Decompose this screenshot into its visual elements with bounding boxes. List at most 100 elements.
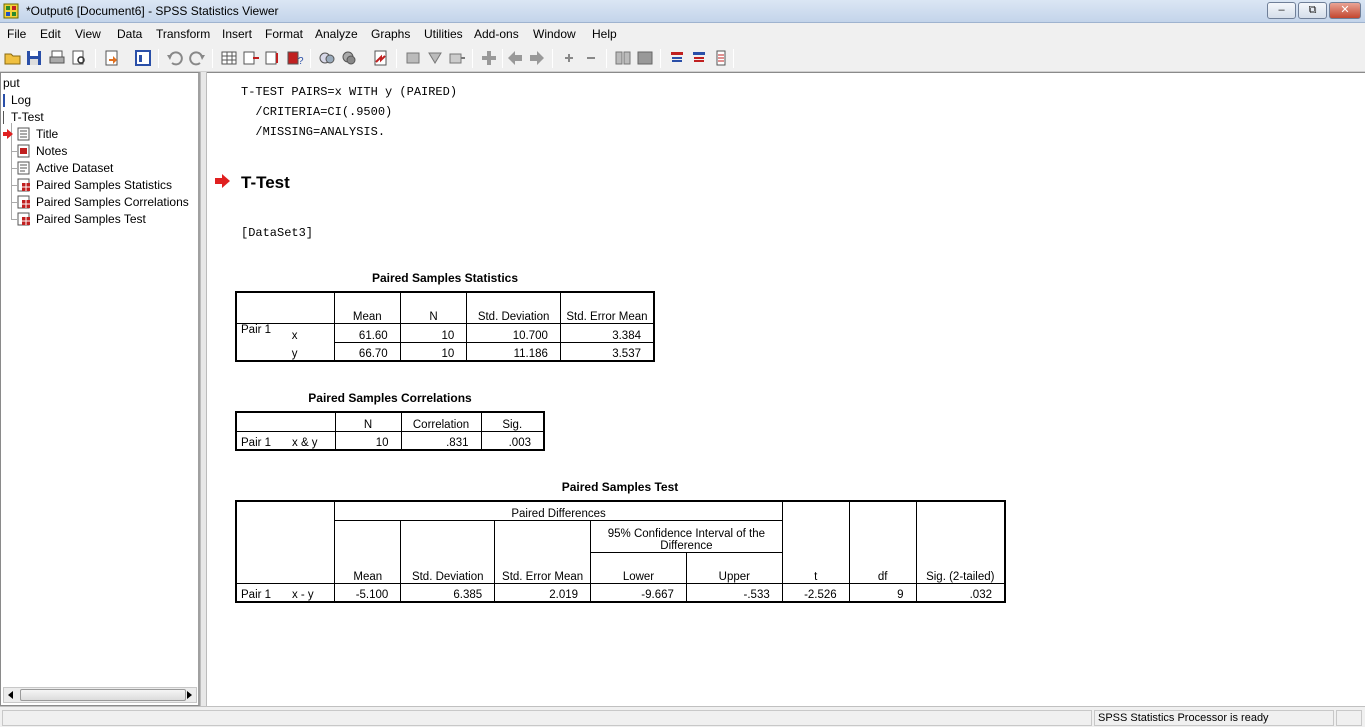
outline-item-paired-correlations[interactable]: Paired Samples Correlations	[36, 195, 189, 209]
outline-item-paired-statistics[interactable]: Paired Samples Statistics	[36, 178, 173, 192]
recall-dialog-icon[interactable]	[134, 49, 152, 67]
outline-pane[interactable]: put Log T-Test Title Notes Active Datase…	[0, 72, 200, 706]
designate-window-icon[interactable]	[372, 49, 390, 67]
col-header-df: df	[848, 500, 917, 584]
menu-transform[interactable]: Transform	[156, 27, 211, 41]
cell-sd: 6.385	[400, 582, 496, 603]
outline-item-notes[interactable]: Notes	[36, 144, 68, 158]
menu-edit[interactable]: Edit	[40, 27, 61, 41]
minimize-button[interactable]: ‒	[1267, 2, 1296, 19]
current-output-arrow-icon	[215, 174, 230, 188]
scroll-left-icon[interactable]	[5, 690, 17, 700]
outline-item-title[interactable]: Title	[36, 127, 59, 141]
menu-analyze[interactable]: Analyze	[315, 27, 358, 41]
back-arrow-icon[interactable]	[506, 49, 524, 67]
menu-window[interactable]: Window	[533, 27, 576, 41]
insert-text-icon[interactable]	[712, 49, 730, 67]
paired-test-table[interactable]: Paired Differences t df Sig. (2-tailed) …	[235, 500, 1006, 603]
section-heading: T-Test	[241, 173, 290, 192]
goto-variable-icon[interactable]	[264, 49, 282, 67]
table-node-icon[interactable]	[16, 212, 32, 226]
menu-utilities[interactable]: Utilities	[424, 27, 463, 41]
print-icon[interactable]	[48, 49, 66, 67]
outline-log[interactable]: Log	[11, 93, 32, 107]
variables-icon[interactable]: ?	[286, 49, 304, 67]
demote-icon[interactable]	[426, 49, 444, 67]
outline-horizontal-scrollbar[interactable]	[3, 687, 197, 703]
scrollbar-thumb[interactable]	[20, 689, 186, 701]
pane-splitter[interactable]	[200, 72, 207, 706]
export-icon[interactable]	[103, 49, 121, 67]
menu-view[interactable]: View	[75, 27, 101, 41]
cell-se: 2.019	[494, 582, 592, 603]
table-node-icon[interactable]	[16, 195, 32, 209]
output-content-pane[interactable]: T-TEST PAIRS=x WITH y (PAIRED) /CRITERIA…	[207, 72, 1365, 706]
show-all-variables-icon[interactable]	[340, 49, 358, 67]
tree-line	[11, 219, 17, 220]
row-header-pair: Pair 1	[235, 322, 288, 362]
spss-app-icon[interactable]	[3, 3, 19, 19]
redo-icon[interactable]	[188, 49, 206, 67]
hide-output-icon[interactable]	[448, 49, 466, 67]
paired-correlations-table[interactable]: N Correlation Sig. Pair 1 x & y 10 .831 …	[235, 411, 545, 451]
close-button[interactable]: ✕	[1329, 2, 1361, 19]
goto-case-icon[interactable]	[242, 49, 260, 67]
cell-sig: .032	[915, 582, 1006, 603]
status-left	[2, 710, 1092, 726]
forward-arrow-icon[interactable]	[528, 49, 546, 67]
active-dataset-node-icon[interactable]	[16, 161, 32, 175]
menu-help[interactable]: Help	[592, 27, 617, 41]
dataset-label: [DataSet3]	[241, 226, 314, 240]
cell-se: 3.537	[559, 341, 655, 362]
syntax-line-1: T-TEST PAIRS=x WITH y (PAIRED)	[241, 85, 458, 99]
menu-insert[interactable]: Insert	[222, 27, 253, 41]
row-header-pair: Pair 1	[235, 430, 288, 451]
menu-graphs[interactable]: Graphs	[371, 27, 411, 41]
outline-item-active-dataset[interactable]: Active Dataset	[36, 161, 114, 175]
notes-node-icon[interactable]	[16, 144, 32, 158]
insert-title-icon[interactable]	[690, 49, 708, 67]
scroll-right-icon[interactable]	[183, 690, 195, 700]
show-icon[interactable]	[614, 49, 632, 67]
cell-t: -2.526	[781, 582, 850, 603]
toolbar-separator	[733, 49, 734, 68]
insert-icon[interactable]	[480, 49, 498, 67]
collapse-icon[interactable]	[582, 49, 600, 67]
promote-icon[interactable]	[404, 49, 422, 67]
maximize-button[interactable]: ⧉	[1298, 2, 1327, 19]
table-node-icon[interactable]	[16, 178, 32, 192]
cell-n: 10	[334, 430, 402, 451]
goto-data-icon[interactable]	[220, 49, 238, 67]
outline-ttest[interactable]: T-Test	[11, 110, 44, 124]
cell-correlation: .831	[400, 430, 482, 451]
hide-icon[interactable]	[636, 49, 654, 67]
syntax-line-2: /CRITERIA=CI(.9500)	[241, 105, 393, 119]
menu-addons[interactable]: Add-ons	[474, 27, 519, 41]
resize-grip[interactable]	[1336, 710, 1362, 726]
window-title: *Output6 [Document6] - SPSS Statistics V…	[26, 4, 279, 18]
col-header-se: Std. Error Mean	[559, 291, 655, 324]
save-icon[interactable]	[25, 49, 43, 67]
toolbar-separator	[606, 49, 607, 68]
cell-sd: 10.700	[466, 322, 561, 343]
col-header-sig-2tailed: Sig. (2-tailed)	[915, 500, 1006, 584]
undo-icon[interactable]	[166, 49, 184, 67]
insert-heading-icon[interactable]	[668, 49, 686, 67]
outline-item-paired-test[interactable]: Paired Samples Test	[36, 212, 146, 226]
title-node-icon[interactable]	[16, 127, 32, 141]
toolbar-separator	[472, 49, 473, 68]
open-folder-icon[interactable]	[4, 49, 22, 67]
title-bar: *Output6 [Document6] - SPSS Statistics V…	[0, 0, 1365, 23]
col-header-mean: Mean	[334, 519, 402, 584]
toolbar-separator	[552, 49, 553, 68]
outline-root[interactable]: put	[3, 76, 20, 90]
print-preview-icon[interactable]	[70, 49, 88, 67]
menu-data[interactable]: Data	[117, 27, 143, 41]
table-row: Pair 1 x & y 10 .831 .003	[235, 430, 545, 451]
menu-file[interactable]: File	[7, 27, 27, 41]
menu-format[interactable]: Format	[265, 27, 304, 41]
row-var: x & y	[288, 430, 336, 451]
paired-statistics-table[interactable]: Mean N Std. Deviation Std. Error Mean Pa…	[235, 291, 655, 362]
expand-icon[interactable]	[560, 49, 578, 67]
use-sets-icon[interactable]	[318, 49, 336, 67]
